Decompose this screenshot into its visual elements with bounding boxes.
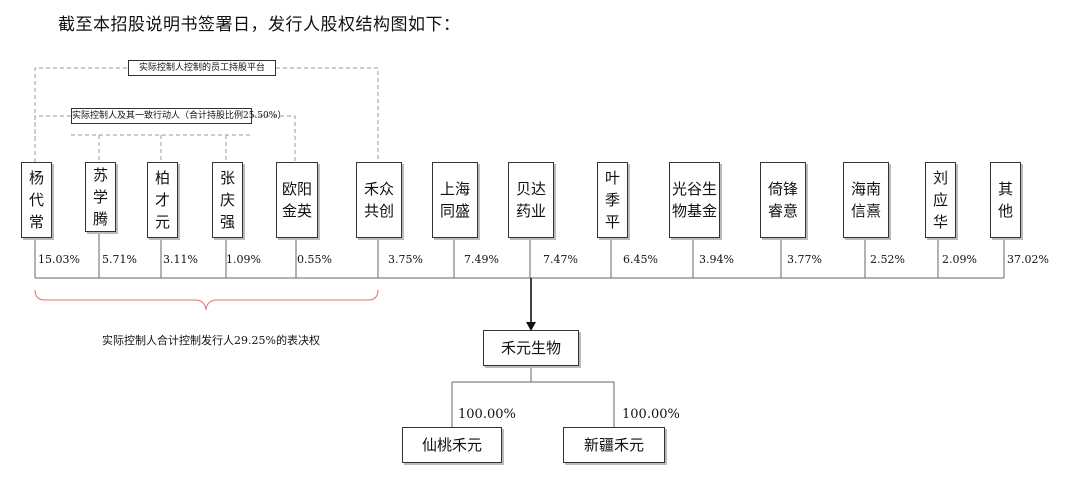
shareholder-name-line: 才 — [154, 191, 170, 209]
issuer-box: 禾元生物 — [483, 330, 579, 366]
shareholder-pct: 7.49% — [464, 253, 499, 266]
dashed-links — [34, 67, 379, 162]
shareholder-name-line: 其 — [997, 180, 1013, 198]
shareholder-box: 柏才元 — [147, 162, 178, 238]
shareholder-name-line: 应 — [932, 191, 948, 209]
shareholder-box: 张庆强 — [212, 162, 243, 238]
shareholder-pct: 3.94% — [699, 253, 734, 266]
shareholder-pct: 5.71% — [102, 253, 137, 266]
shareholder-name-line: 庆 — [219, 191, 235, 209]
shareholder-pct: 37.02% — [1007, 253, 1049, 266]
shareholder-name-line: 欧阳 — [281, 180, 312, 198]
shareholder-box: 贝达药业 — [508, 162, 554, 238]
shareholder-name-line: 金英 — [281, 202, 312, 220]
shareholder-name-line: 贝达 — [515, 180, 546, 198]
subsidiary-box-2: 新疆禾元 — [563, 427, 665, 463]
shareholder-name-line: 禾众 — [363, 180, 394, 198]
subsidiary-box-1: 仙桃禾元 — [402, 427, 502, 463]
shareholder-name-line: 刘 — [932, 169, 948, 187]
shareholder-name-line: 同盛 — [439, 202, 470, 220]
shareholder-box: 刘应华 — [925, 162, 956, 238]
shareholder-pct: 15.03% — [38, 253, 80, 266]
shareholder-name-line: 苏 — [92, 166, 108, 184]
shareholder-pct: 2.09% — [942, 253, 977, 266]
concert-parties-label: 实际控制人及其一致行动人（合计持股比例25.50%） — [71, 108, 286, 124]
shareholder-name-line: 共创 — [363, 202, 394, 220]
intro-text: 截至本招股说明书签署日，发行人股权结构图如下： — [58, 15, 461, 35]
shareholder-pct: 6.45% — [623, 253, 658, 266]
shareholder-name-line: 倚锋 — [767, 180, 798, 198]
shareholder-name-line: 上海 — [439, 180, 470, 198]
shareholder-name-line: 他 — [997, 202, 1013, 220]
shareholder-name-line: 光谷生 — [671, 180, 717, 198]
shareholder-box: 光谷生物基金 — [669, 162, 720, 238]
shareholder-box: 欧阳金英 — [276, 162, 318, 238]
shareholder-box: 其他 — [990, 162, 1021, 238]
subsidiary-pct-2: 100.00% — [622, 407, 680, 422]
shareholder-name-line: 海南 — [850, 180, 881, 198]
shareholder-name-line: 信熹 — [850, 202, 881, 220]
control-note: 实际控制人合计控制发行人29.25%的表决权 — [102, 334, 320, 347]
shareholder-box: 叶季平 — [597, 162, 628, 238]
shareholder-name-line: 季 — [604, 191, 620, 209]
shareholder-name-line: 代 — [28, 191, 44, 209]
shareholder-pct: 7.47% — [543, 253, 578, 266]
shareholder-name-line: 元 — [154, 213, 170, 231]
shareholder-box: 杨代常 — [21, 162, 52, 238]
shareholder-name-line: 强 — [219, 213, 235, 231]
subsidiary-pct-1: 100.00% — [458, 407, 516, 422]
shareholder-box: 倚锋睿意 — [760, 162, 806, 238]
shareholder-name-line: 平 — [604, 213, 620, 231]
shareholder-name-line: 学 — [92, 188, 108, 206]
shareholder-pct: 3.75% — [388, 253, 423, 266]
shareholder-pct: 3.11% — [163, 253, 198, 266]
shareholder-box: 禾众共创 — [356, 162, 402, 238]
shareholder-pct: 0.55% — [297, 253, 332, 266]
shareholder-name-line: 药业 — [515, 202, 546, 220]
shareholder-pct: 1.09% — [226, 253, 261, 266]
shareholder-name-line: 张 — [219, 169, 235, 187]
shareholder-box: 上海同盛 — [432, 162, 478, 238]
shareholder-name-line: 柏 — [154, 169, 170, 187]
shareholder-name-line: 杨 — [28, 169, 44, 187]
shareholder-pct: 2.52% — [870, 253, 905, 266]
arrow-down-icon — [526, 322, 536, 331]
shareholder-name-line: 叶 — [604, 169, 620, 187]
shareholder-box: 海南信熹 — [843, 162, 889, 238]
shareholder-name-line: 常 — [28, 213, 44, 231]
shareholder-name-line: 腾 — [92, 210, 108, 228]
ownership-lines — [34, 229, 1005, 428]
shareholder-name-line: 华 — [932, 213, 948, 231]
control-brace — [34, 289, 379, 311]
shareholder-pct: 3.77% — [787, 253, 822, 266]
shareholder-name-line: 物基金 — [671, 202, 717, 220]
shareholder-box: 苏学腾 — [85, 162, 116, 232]
shareholder-name-line: 睿意 — [767, 202, 798, 220]
employee-platform-label: 实际控制人控制的员工持股平台 — [128, 60, 276, 76]
